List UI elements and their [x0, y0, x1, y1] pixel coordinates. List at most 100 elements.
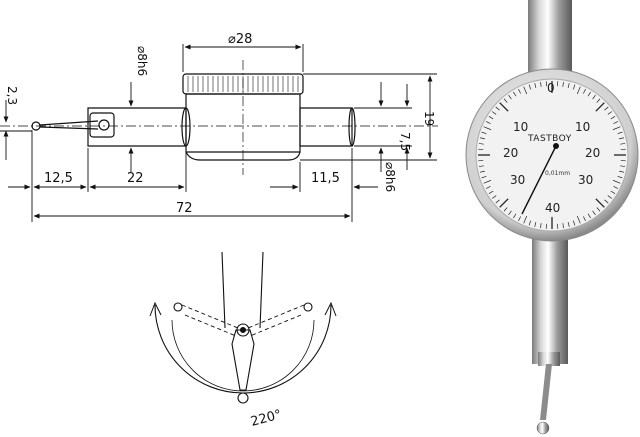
dial-tick — [610, 190, 616, 194]
dial-tick — [485, 186, 491, 189]
dial-tick — [583, 216, 586, 222]
dial-tick — [562, 81, 564, 87]
dial-num-40: 40 — [545, 201, 560, 215]
dial-tick — [567, 222, 570, 228]
dial-tick — [595, 102, 605, 112]
dial-tick — [534, 222, 537, 228]
probe-head — [89, 112, 115, 138]
dial-tick — [592, 94, 596, 100]
dial-tick — [613, 121, 619, 124]
swivel-inner-arc — [171, 319, 315, 392]
needle-hub — [553, 143, 559, 149]
dial-tick — [481, 131, 487, 135]
dial-tick — [619, 170, 625, 173]
dial-ticks — [478, 81, 626, 229]
dial-tick — [612, 179, 621, 184]
dial-tick — [540, 223, 542, 229]
angle-220: 220° — [249, 407, 283, 430]
dial-tick — [491, 111, 497, 115]
dial-tick — [540, 81, 542, 87]
body-bottom — [185, 151, 301, 161]
dial-tick — [620, 165, 626, 167]
dial-tick — [576, 215, 581, 224]
stylus-top-edge — [39, 120, 99, 126]
dial-num-left-30: 30 — [510, 173, 525, 187]
dial-tick — [513, 213, 517, 219]
dial-tick — [583, 88, 586, 94]
dial-tick — [481, 175, 487, 179]
dial-tick — [572, 220, 576, 226]
side-view-drawing — [0, 60, 438, 175]
dial-tick — [508, 94, 512, 100]
dial-tick — [617, 131, 623, 135]
dial-tick — [485, 121, 491, 124]
dial-tick — [619, 137, 625, 140]
dial-tick — [518, 88, 521, 94]
stylus-bottom-edge — [39, 126, 99, 130]
dial-tick — [610, 116, 616, 120]
center-lines — [0, 60, 438, 175]
dial-tick — [523, 215, 528, 224]
dial-tick — [499, 198, 509, 208]
dimension-lines — [0, 44, 437, 222]
probe-pivot — [98, 119, 110, 131]
dial-num-left-20: 20 — [503, 146, 518, 160]
dial-num-left-10: 10 — [513, 120, 528, 134]
dial-tick — [567, 82, 570, 88]
right-stem-end — [348, 107, 356, 147]
dial-tick — [595, 198, 605, 208]
top-stem — [528, 0, 572, 78]
dial-tick — [478, 143, 484, 145]
dim-72: 72 — [176, 201, 193, 216]
lever-center — [231, 329, 255, 391]
dim-diameter-8h6-right: ⌀8h6 — [383, 162, 397, 192]
dial-tick — [562, 223, 564, 229]
left-stem-end — [181, 107, 191, 147]
dim-diameter-8h6-top: ⌀8h6 — [135, 46, 149, 76]
left-stem — [87, 107, 187, 147]
lever-ball-bottom — [237, 392, 249, 404]
dial-tick — [572, 84, 576, 90]
dial-tick — [488, 116, 494, 120]
dim-7-5: 7,5 — [398, 132, 412, 151]
dial-tick — [495, 199, 500, 204]
dial-tick — [596, 98, 601, 103]
dial-needle — [521, 145, 557, 215]
right-stem — [299, 107, 353, 147]
dial-tick — [607, 195, 613, 199]
dial-tick — [508, 210, 512, 216]
dial-tick — [620, 143, 626, 145]
swivel-positions — [181, 304, 305, 337]
swivel-angle-view — [149, 251, 337, 404]
dial-tick — [499, 102, 509, 112]
dial-tick — [576, 86, 581, 95]
dial-tick — [528, 220, 532, 226]
dial-num-0: 0 — [547, 81, 555, 95]
lever-ball-right — [303, 302, 313, 312]
dial-tick — [604, 106, 609, 111]
dial-resolution: 0,01mm — [545, 170, 570, 177]
dial-tick — [587, 213, 591, 219]
dial-tick — [528, 84, 532, 90]
dial-tick — [503, 207, 508, 212]
dial-num-right-30: 30 — [578, 173, 593, 187]
dial-tick — [604, 199, 609, 204]
dial-tick — [491, 195, 497, 199]
dial-tick — [592, 210, 596, 216]
swivel-arc — [154, 304, 332, 394]
dial-tick — [596, 207, 601, 212]
dial-tick — [488, 190, 494, 194]
dial-tick — [513, 91, 517, 97]
dial-indicator-photo: 0 10 10 20 20 30 30 40 TASTBOY 0,01mm — [465, 0, 639, 435]
dial-tick — [495, 106, 500, 111]
dial-num-right-10: 10 — [575, 120, 590, 134]
dial-tick — [479, 170, 485, 173]
dim-11-5: 11,5 — [311, 171, 340, 186]
dial-tick — [518, 216, 521, 222]
lever-pivot — [236, 323, 250, 337]
dial-num-right-20: 20 — [585, 146, 600, 160]
dial-tick — [587, 91, 591, 97]
dial-tick — [534, 82, 537, 88]
dim-22: 22 — [127, 171, 144, 186]
